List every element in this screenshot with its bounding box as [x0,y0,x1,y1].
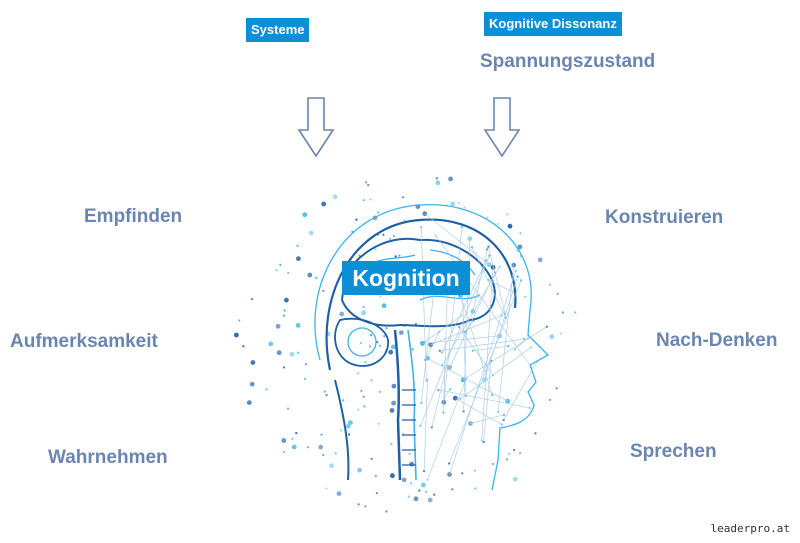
tag-systeme: Systeme [246,18,310,42]
label-wahrnehmen: Wahrnehmen [48,447,168,468]
tag-kognitive-dissonanz: Kognitive Dissonanz [484,12,622,36]
network-lines [420,213,547,480]
label-empfinden: Empfinden [84,206,183,227]
label-spannungszustand: Spannungszustand [480,51,656,72]
down-arrow-icon [297,97,335,158]
watermark: leaderpro.at [710,522,790,535]
label-aufmerksamkeit: Aufmerksamkeit [10,331,158,352]
down-arrow-icon [483,97,521,158]
label-konstruieren: Konstruieren [605,207,724,228]
center-kognition: Kognition [342,261,470,295]
head-outline [314,204,550,491]
label-nach-denken: Nach-Denken [656,330,778,351]
label-sprechen: Sprechen [630,441,717,462]
network-dots [234,176,577,513]
brain-head-icon [234,176,577,513]
